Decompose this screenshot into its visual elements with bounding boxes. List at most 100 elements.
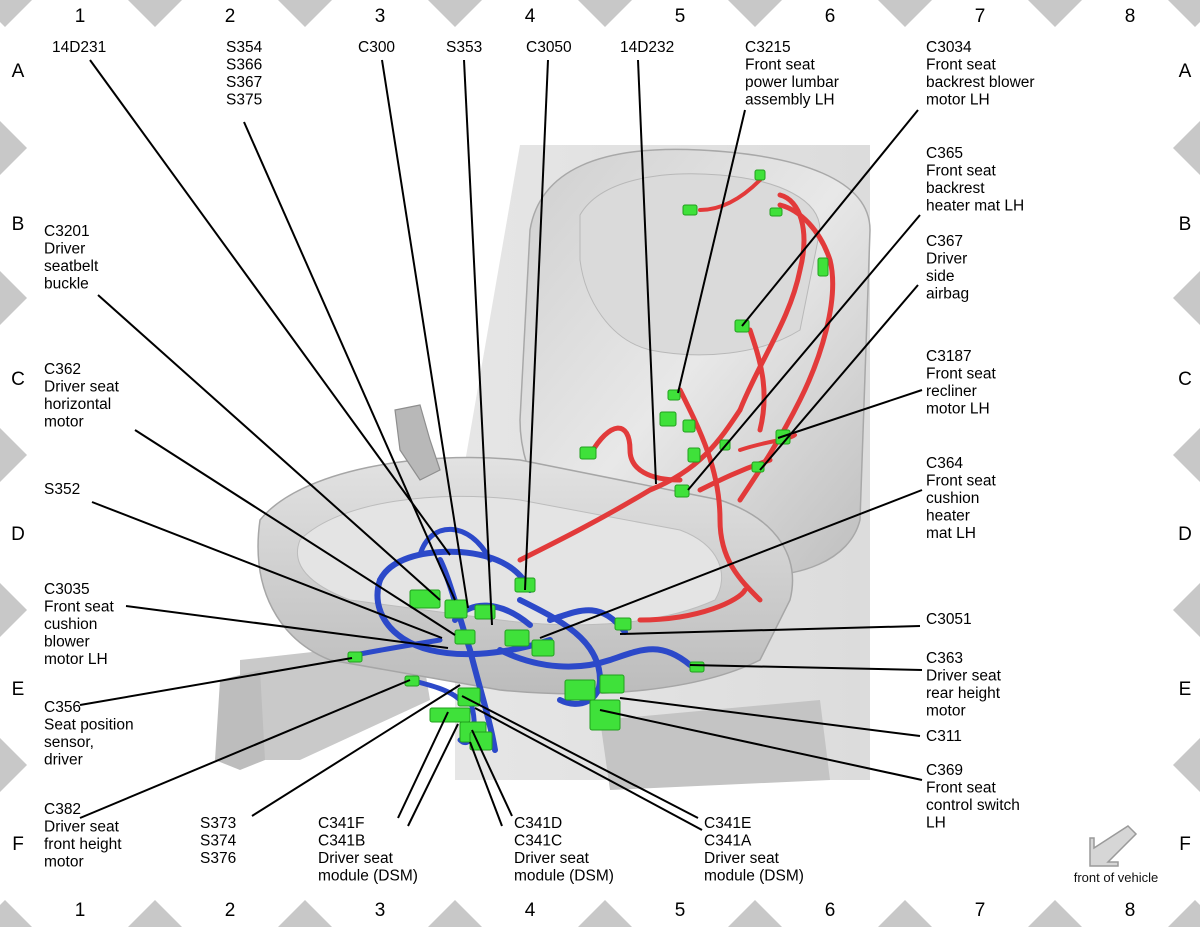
connector <box>659 411 677 427</box>
leader-c3050 <box>524 59 549 591</box>
leader-s373 <box>251 684 461 817</box>
callout-line: motor LH <box>926 92 990 109</box>
callout-line: heater <box>926 508 970 525</box>
leader-14d231 <box>89 59 451 556</box>
frame-diamond-top <box>578 0 632 27</box>
callout-line: Driver <box>926 251 967 268</box>
leader-c341f <box>397 711 449 819</box>
leader-lines <box>79 59 923 831</box>
grid-column-label-top: 8 <box>1125 6 1136 27</box>
frame-diamond-bottom <box>0 900 32 927</box>
callout-line: C3051 <box>926 611 972 628</box>
arrow-down-left-icon <box>1089 825 1138 867</box>
connector <box>454 629 476 645</box>
callout-line: Front seat <box>926 473 996 490</box>
callout-line: airbag <box>926 286 969 303</box>
frame-diamond-right <box>1173 271 1200 325</box>
callout-line: power lumbar <box>745 74 839 91</box>
leader-s353 <box>463 59 493 626</box>
frame-diamond-bottom <box>1168 900 1200 927</box>
callout-line: C3201 <box>44 223 90 240</box>
connector <box>429 707 471 723</box>
connector <box>689 661 705 673</box>
seatbelt-buckle <box>394 404 441 481</box>
grid-row-label-left: F <box>12 834 24 855</box>
leader-c3035 <box>125 605 449 649</box>
callout-line: C365 <box>926 145 963 162</box>
grid-row-label-right: D <box>1178 524 1192 545</box>
grid-row-label-right: A <box>1179 61 1192 82</box>
connector <box>474 604 496 620</box>
callout-line: module (DSM) <box>318 868 418 885</box>
callout-line: C341C <box>514 833 562 850</box>
grid-row-label-left: A <box>12 61 25 82</box>
callout-line: C3050 <box>526 39 572 56</box>
frame-diamond-top <box>428 0 482 27</box>
callout-line: backrest <box>926 180 985 197</box>
callout-line: sensor, <box>44 734 94 751</box>
callout-line: Front seat <box>926 366 996 383</box>
callout-line: S354 <box>226 39 263 56</box>
connector <box>769 207 783 217</box>
connector <box>504 629 530 647</box>
callout-line: blower <box>44 634 90 651</box>
callout-line: heater mat LH <box>926 198 1024 215</box>
connector <box>347 651 363 663</box>
connector <box>531 639 555 657</box>
leader-c3215 <box>677 109 746 394</box>
connector <box>589 699 621 731</box>
callout-line: C364 <box>926 455 963 472</box>
frame-diamond-top <box>878 0 932 27</box>
callout-line: C311 <box>926 728 962 745</box>
connectors <box>347 169 829 751</box>
callout-line: control switch <box>926 797 1020 814</box>
grid-column-label-bottom: 3 <box>375 900 386 921</box>
callout-line: 14D231 <box>52 39 106 56</box>
connector <box>599 674 625 694</box>
callout-line: S353 <box>446 39 482 56</box>
connector <box>674 484 690 498</box>
seat-foot <box>215 670 265 770</box>
leader-c367 <box>759 284 919 471</box>
callout-line: S366 <box>226 57 262 74</box>
leader-c3187 <box>777 389 923 439</box>
callout-line: C3034 <box>926 39 972 56</box>
callout-line: C341B <box>318 833 365 850</box>
frame-diamond-top <box>0 0 32 27</box>
leader-s354 <box>243 121 456 601</box>
callout-line: S367 <box>226 74 262 91</box>
callout-line: C362 <box>44 361 81 378</box>
callout-line: S373 <box>200 815 236 832</box>
connector <box>614 617 632 631</box>
connector <box>817 257 829 277</box>
frame-diamond-top <box>1028 0 1082 27</box>
callout-line: module (DSM) <box>704 868 804 885</box>
callout-s353: S353 <box>446 39 482 56</box>
leader-c341e <box>461 695 699 819</box>
grid-column-label-top: 2 <box>225 6 236 27</box>
leader-s352 <box>91 501 443 639</box>
callout-line: horizontal <box>44 396 111 413</box>
grid-column-label-bottom: 6 <box>825 900 836 921</box>
leader-c300 <box>381 59 469 609</box>
callout-line: S374 <box>200 833 237 850</box>
grid-row-label-right: E <box>1179 679 1192 700</box>
frame-diamond-top <box>728 0 782 27</box>
frame-diamond-right <box>1173 583 1200 637</box>
leader-c365 <box>687 214 921 491</box>
grid-column-label-top: 3 <box>375 6 386 27</box>
leader-c311 <box>619 697 921 737</box>
leader-c364 <box>539 489 923 639</box>
